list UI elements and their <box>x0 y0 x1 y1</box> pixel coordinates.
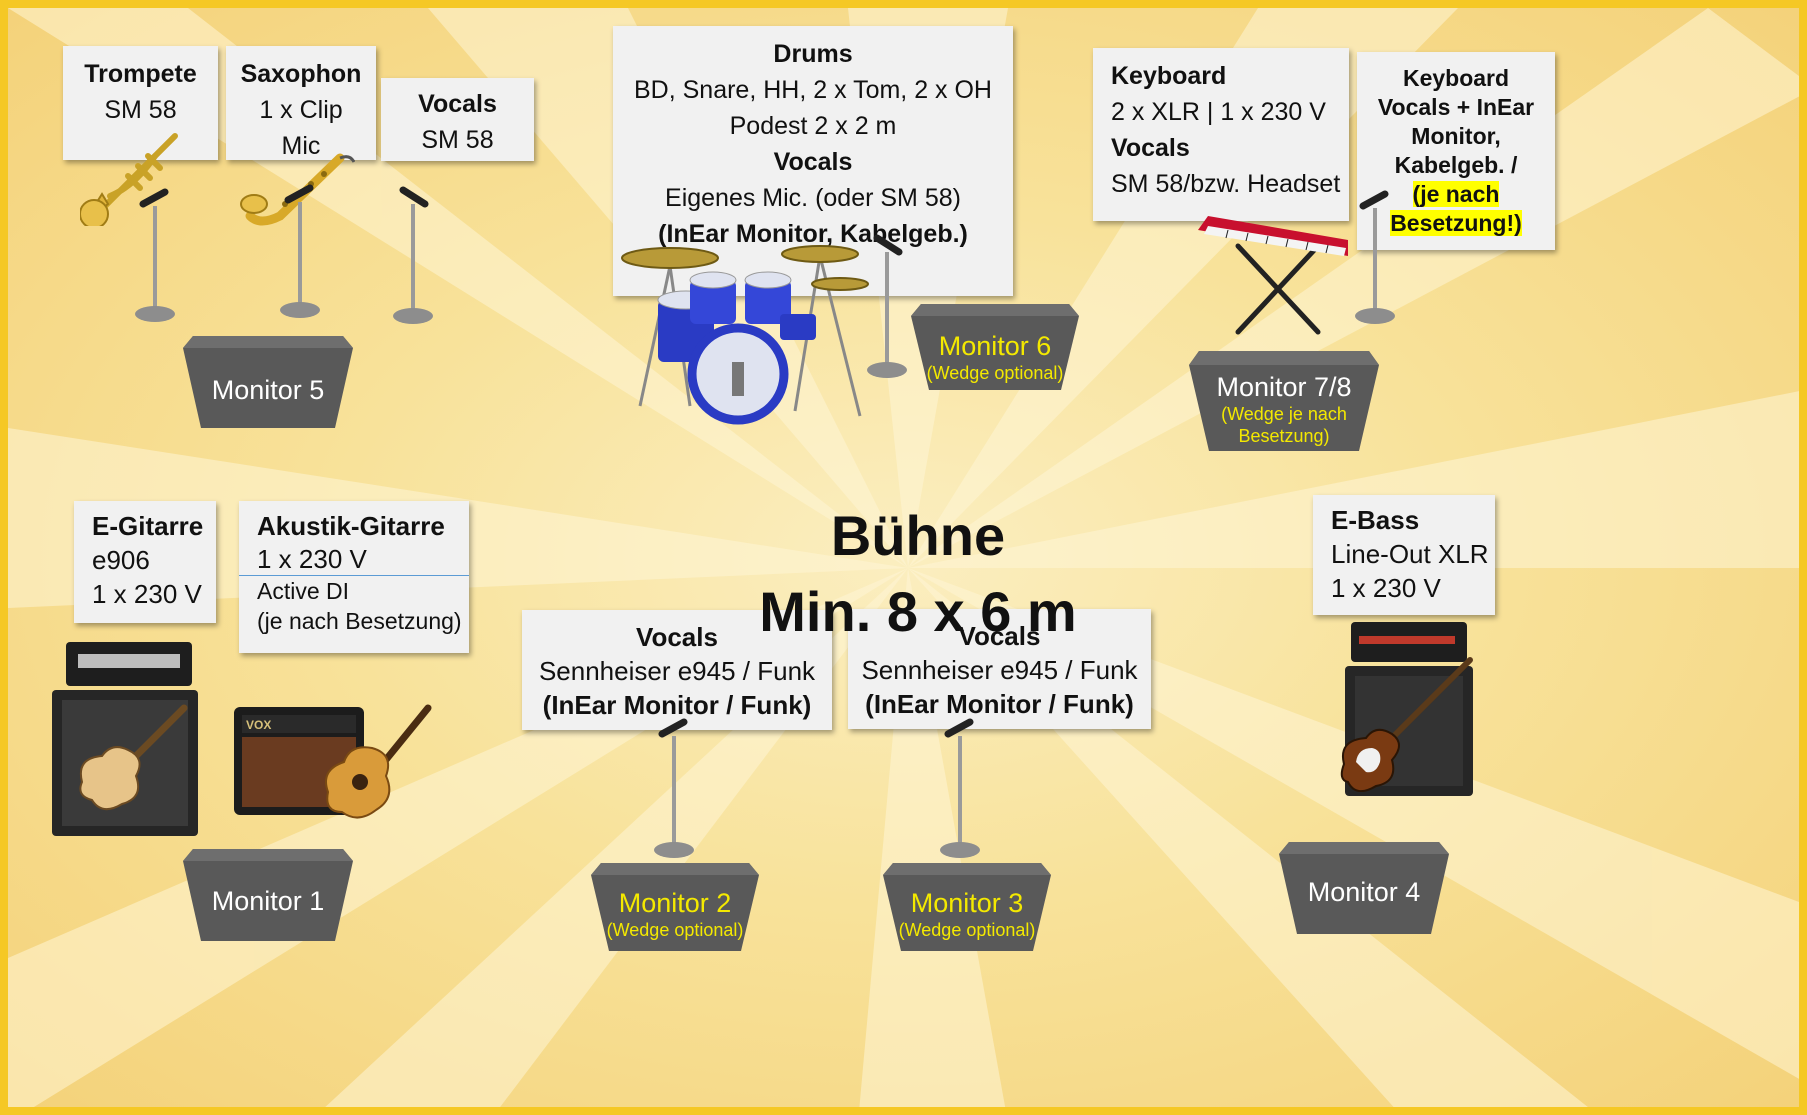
card-line: SM 58 <box>104 96 177 124</box>
egitarre-card: E-Gitarre e906 1 x 230 V <box>74 501 216 623</box>
card-line: Eigenes Mic. (oder SM 58) <box>665 184 961 212</box>
monitor-sublabel: (Wedge optional) <box>606 920 744 940</box>
vocals-center-right-card: Vocals Sennheiser e945 / Funk (InEar Mon… <box>848 609 1151 729</box>
svg-text:VOX: VOX <box>246 718 271 732</box>
monitor-1-wedge: Monitor 1 <box>183 849 353 941</box>
monitor-5-wedge: Monitor 5 <box>183 336 353 428</box>
trumpet-icon <box>80 133 178 226</box>
monitor-4-wedge: Monitor 4 <box>1279 842 1449 934</box>
card-line: SM 58 <box>421 126 494 154</box>
monitor-sublabel: (Wedge optional) <box>898 920 1036 940</box>
card-line: Monitor, <box>1411 123 1501 149</box>
card-title: Keyboard <box>1402 65 1510 91</box>
wedge-shape <box>883 863 1051 951</box>
monitor-label: Monitor 2 <box>618 888 732 918</box>
card-title: Vocals <box>1111 134 1190 162</box>
card-title: E-Bass <box>1331 505 1420 535</box>
monitor-label: Monitor 5 <box>211 375 325 405</box>
card-line: 1 x 230 V <box>1331 573 1441 603</box>
keyboard-vocals-card: Keyboard Vocals + InEar Monitor, Kabelge… <box>1357 52 1555 250</box>
card-title: Saxophon <box>240 60 362 88</box>
card-line: (InEar Monitor, Kabelgeb.) <box>658 220 968 248</box>
card-line: Line-Out XLR <box>1331 539 1489 569</box>
card-line: BD, Snare, HH, 2 x Tom, 2 x OH <box>634 76 992 104</box>
mic-stand-icon <box>1355 190 1395 324</box>
card-line: Kabelgeb. / <box>1394 152 1518 178</box>
monitor-label: Monitor 4 <box>1307 877 1421 907</box>
card-line: Active DI <box>257 578 350 604</box>
monitor-6-wedge: Monitor 6 (Wedge optional) <box>911 304 1079 390</box>
saxophon-card: Saxophon 1 x Clip Mic <box>226 46 376 160</box>
monitor-2-wedge: Monitor 2 (Wedge optional) <box>591 863 759 951</box>
card-title: Vocals <box>636 622 718 652</box>
mic-stand-icon <box>940 718 980 858</box>
ebass-card: E-Bass Line-Out XLR 1 x 230 V <box>1313 495 1495 615</box>
stage-size: Min. 8 x 6 m <box>759 580 1077 643</box>
highlighted-text: (je nach <box>1412 181 1500 207</box>
monitor-7-8-wedge: Monitor 7/8 (Wedge je nach Besetzung) <box>1189 351 1379 451</box>
card-line: Vocals + InEar <box>1377 94 1535 120</box>
card-line: Sennheiser e945 / Funk <box>538 656 816 686</box>
mic-stand-icon <box>280 184 320 318</box>
mic-stand-icon <box>654 718 694 858</box>
keyboard-card: Keyboard 2 x XLR | 1 x 230 V Vocals SM 5… <box>1093 48 1349 221</box>
akustik-gitarre-card: Akustik-Gitarre 1 x 230 V Active DI (je … <box>239 501 469 653</box>
trompete-card: Trompete SM 58 <box>63 46 218 160</box>
card-title: Vocals <box>418 90 497 118</box>
wedge-shape <box>183 336 353 428</box>
card-line: Podest 2 x 2 m <box>729 112 897 140</box>
card-title: E-Gitarre <box>92 511 204 541</box>
card-title: Keyboard <box>1111 62 1227 90</box>
drum-kit-icon <box>621 245 869 425</box>
card-line: (InEar Monitor / Funk) <box>865 689 1134 719</box>
stage-title-line1: Bühne <box>830 504 1006 567</box>
monitor-label: Monitor 3 <box>910 888 1024 918</box>
wedge-shape <box>1279 842 1449 934</box>
keyboard-icon <box>1198 216 1348 335</box>
saxophone-icon <box>240 153 355 226</box>
card-title: Vocals <box>958 621 1041 651</box>
card-title: Trompete <box>84 60 197 88</box>
card-line: (InEar Monitor / Funk) <box>542 690 812 720</box>
highlighted-text: Besetzung!) <box>1390 210 1522 236</box>
card-line: Sennheiser e945 / Funk <box>861 655 1138 685</box>
bass-guitar-icon <box>1340 657 1473 792</box>
monitor-3-wedge: Monitor 3 (Wedge optional) <box>883 863 1051 951</box>
mic-stand-icon <box>135 188 175 322</box>
card-line: e906 <box>92 545 150 575</box>
card-line: 1 x 230 V <box>92 579 202 609</box>
vocals-center-left-card: Vocals Sennheiser e945 / Funk (InEar Mon… <box>522 610 832 730</box>
card-title: Vocals <box>773 148 853 176</box>
monitor-sublabel: (Wedge optional) <box>926 363 1064 383</box>
monitor-sublabel: Besetzung) <box>1238 426 1330 446</box>
wedge-shape <box>183 849 353 941</box>
wedge-shape <box>911 304 1079 390</box>
acoustic-guitar-icon <box>325 704 432 819</box>
card-title: Drums <box>773 40 853 68</box>
card-line: 2 x XLR | 1 x 230 V <box>1111 98 1326 126</box>
electric-guitar-icon <box>79 704 188 811</box>
card-line: 1 x 230 V <box>239 543 469 576</box>
card-title: Akustik-Gitarre <box>257 511 445 541</box>
monitor-label: Monitor 1 <box>211 886 325 916</box>
stage-title: Bühne Min. 8 x 6 m <box>708 498 1128 650</box>
wedge-shape <box>1189 351 1379 451</box>
card-line: (je nach Besetzung) <box>257 608 462 634</box>
monitor-label: Monitor 6 <box>938 331 1052 361</box>
card-line: SM 58/bzw. Headset <box>1111 170 1341 198</box>
mic-stand-icon <box>867 234 907 378</box>
monitor-sublabel: (Wedge je nach <box>1221 404 1347 424</box>
monitor-label: Monitor 7/8 <box>1216 372 1352 402</box>
wedge-shape <box>591 863 759 951</box>
card-line: Mic <box>281 132 321 160</box>
card-line: 1 x Clip <box>259 96 343 124</box>
mic-stand-icon <box>393 186 433 324</box>
vocals-left-card: Vocals SM 58 <box>381 78 534 161</box>
